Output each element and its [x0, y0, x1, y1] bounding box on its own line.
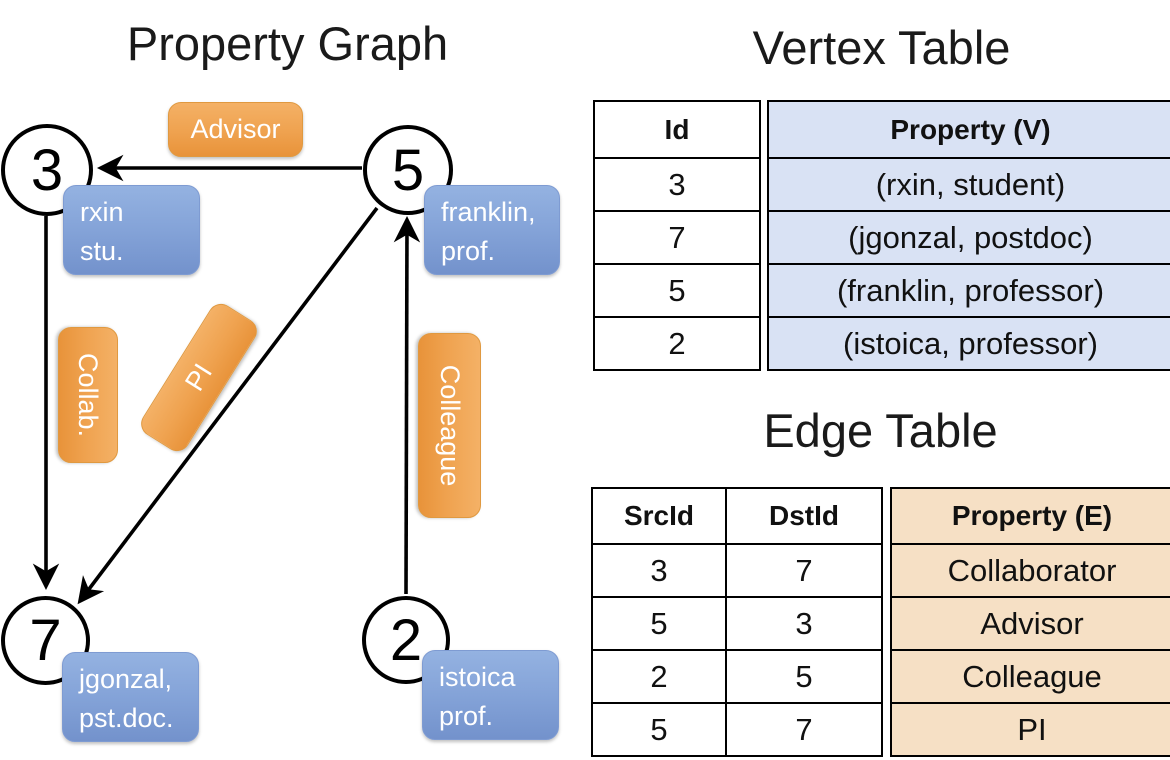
vertex-property-cell: (rxin, student) — [767, 157, 1170, 212]
edge-srcid-header: SrcId — [591, 487, 727, 545]
vertex-id-cell: 3 — [593, 157, 761, 212]
vertex-label-line: rxin — [80, 197, 124, 227]
table-row: 3 — [593, 157, 761, 212]
edge-property-cell: Colleague — [890, 649, 1170, 704]
node-id: 2 — [389, 607, 423, 673]
table-row: 5 7 — [591, 702, 883, 757]
edge-srcid-cell: 3 — [591, 543, 727, 598]
vertex-id-cell: 7 — [593, 210, 761, 265]
vertex-label-line: prof. — [439, 701, 494, 732]
property-graph-title: Property Graph — [126, 17, 449, 70]
table-row: 5 3 — [591, 596, 883, 651]
edge-ids-subtable: SrcId DstId 3 7 5 3 2 5 5 7 — [591, 487, 883, 757]
table-row: Advisor — [890, 596, 1170, 651]
vertex-property-cell: (franklin, professor) — [767, 263, 1170, 318]
node-id: 5 — [391, 137, 425, 203]
table-row: (franklin, professor) — [767, 263, 1170, 318]
vertex-label-line: istoica — [439, 662, 516, 692]
node-id: 7 — [29, 608, 62, 673]
table-row: 3 7 — [591, 543, 883, 598]
table-row: PI — [890, 702, 1170, 757]
table-row: 7 — [593, 210, 761, 265]
vertex-label-line: stu. — [80, 236, 124, 267]
edge-srcid-cell: 2 — [591, 649, 727, 704]
vertex-label-line: pst.doc. — [79, 703, 174, 734]
edge-srcid-cell: 5 — [591, 702, 727, 757]
vertex-id-subtable: Id 3 7 5 2 — [593, 100, 761, 371]
vertex-id-cell: 2 — [593, 316, 761, 371]
edge-property-header: Property (E) — [890, 487, 1170, 545]
edge-dstid-cell: 7 — [725, 543, 883, 598]
table-row: 2 — [593, 316, 761, 371]
edge-property-subtable: Property (E) Collaborator Advisor Collea… — [890, 487, 1170, 757]
vertex-property-header: Property (V) — [767, 100, 1170, 159]
table-row: Collaborator — [890, 543, 1170, 598]
table-row: 2 5 — [591, 649, 883, 704]
vertex-table: Id 3 7 5 2 Property (V) (rxin, student) … — [593, 100, 1170, 371]
vertex-property-cell: (istoica, professor) — [767, 316, 1170, 371]
table-row: 5 — [593, 263, 761, 318]
edge-dstid-cell: 3 — [725, 596, 883, 651]
edge-label-collab: Collab. — [58, 327, 118, 463]
table-row: (istoica, professor) — [767, 316, 1170, 371]
graph-node-5: 5 — [363, 125, 453, 215]
vertex-label-jgonzal: jgonzal, pst.doc. — [62, 652, 199, 742]
vertex-label-istoica: istoica prof. — [422, 650, 559, 740]
graph-node-2: 2 — [362, 596, 450, 684]
edge-table-title: Edge Table — [763, 404, 998, 457]
edge-label-advisor: Advisor — [168, 102, 303, 157]
vertex-id-header: Id — [593, 100, 761, 159]
vertex-property-cell: (jgonzal, postdoc) — [767, 210, 1170, 265]
graph-edges-layer — [32, 154, 421, 605]
vertex-label-rxin: rxin stu. — [63, 185, 200, 275]
vertex-label-line: franklin, — [441, 197, 536, 227]
edge-dstid-cell: 7 — [725, 702, 883, 757]
edge-table: SrcId DstId 3 7 5 3 2 5 5 7 Property (E)… — [591, 487, 1170, 757]
vertex-label-line: jgonzal, — [79, 664, 173, 694]
edge-label-colleague: Colleague — [418, 333, 481, 518]
edge-dstid-cell: 5 — [725, 649, 883, 704]
edge-property-cell: Collaborator — [890, 543, 1170, 598]
vertex-label-franklin: franklin, prof. — [424, 185, 560, 275]
edge-property-cell: Advisor — [890, 596, 1170, 651]
vertex-property-subtable: Property (V) (rxin, student) (jgonzal, p… — [767, 100, 1170, 371]
edge-srcid-cell: 5 — [591, 596, 727, 651]
node-id: 3 — [30, 137, 64, 203]
edge-property-cell: PI — [890, 702, 1170, 757]
table-row: (jgonzal, postdoc) — [767, 210, 1170, 265]
edge-colleague-2-to-5 — [393, 215, 421, 595]
vertex-table-title: Vertex Table — [752, 21, 1011, 74]
vertex-label-line: prof. — [441, 236, 496, 267]
table-row: Colleague — [890, 649, 1170, 704]
vertex-id-cell: 5 — [593, 263, 761, 318]
edge-dstid-header: DstId — [725, 487, 883, 545]
edge-pi-5-to-7 — [77, 206, 379, 605]
table-row: (rxin, student) — [767, 157, 1170, 212]
